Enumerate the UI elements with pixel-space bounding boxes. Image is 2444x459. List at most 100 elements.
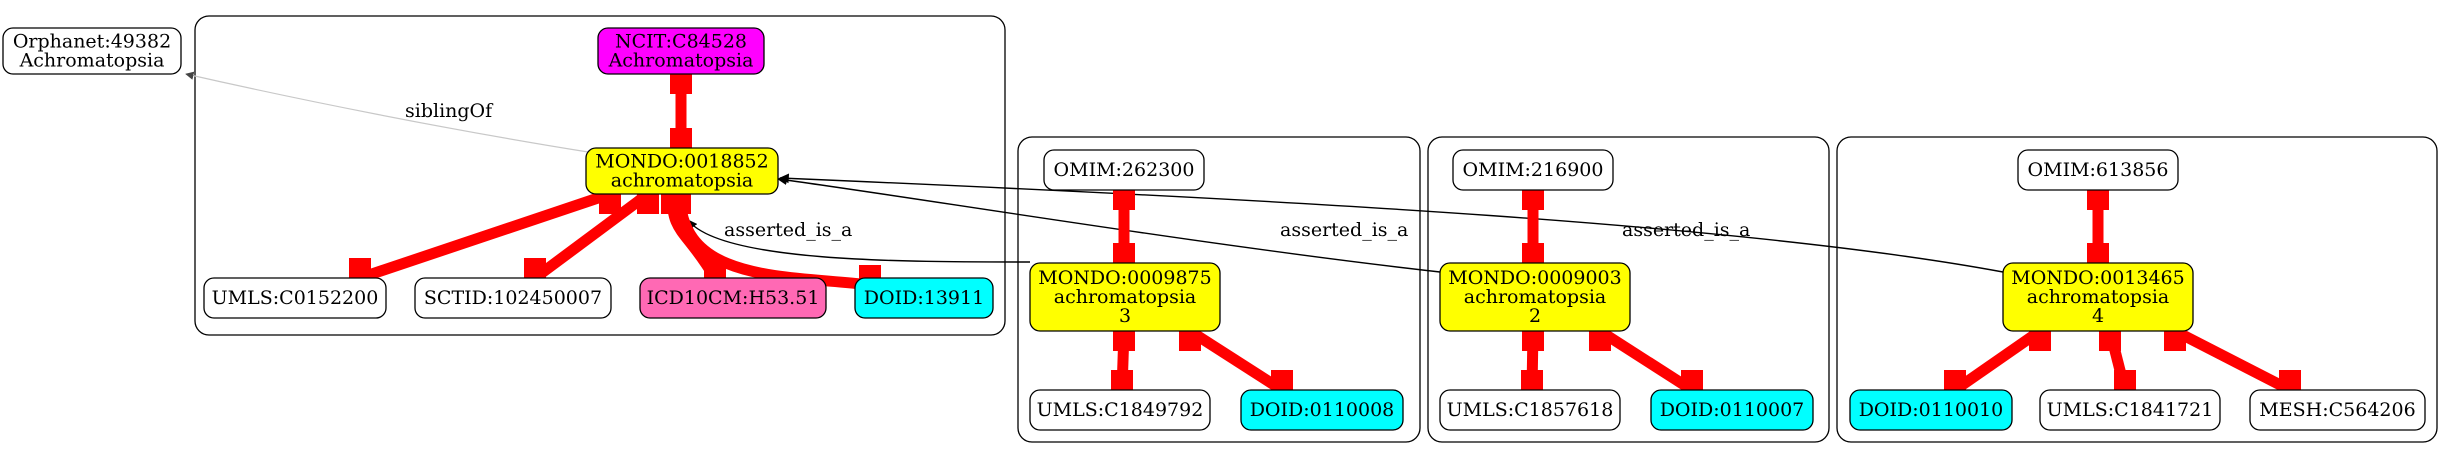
node-umls_c1841721-box: [2039, 389, 2221, 431]
node-omim262300[interactable]: OMIM:262300: [1043, 149, 1205, 191]
node-umls_c1849792[interactable]: UMLS:C1849792: [1029, 389, 1211, 431]
node-omim262300-label-0: OMIM:262300: [1054, 159, 1195, 181]
node-mondo9003-label-1: achromatopsia: [1464, 286, 1606, 308]
clusters: [194, 15, 2438, 443]
edge-labels: siblingOf asserted_is_a asserted_is_a as…: [405, 100, 1750, 241]
node-ncit-box: [597, 27, 765, 75]
node-omim262300-box: [1043, 149, 1205, 191]
node-doid0110007-label-0: DOID:0110007: [1660, 399, 1805, 421]
nodes: Orphanet:49382AchromatopsiaNCIT:C84528Ac…: [2, 27, 2426, 431]
cluster-mondo13465: [1836, 136, 2438, 443]
node-umls_c1841721-label-0: UMLS:C1841721: [2047, 399, 2214, 421]
node-sctid-label-0: SCTID:102450007: [424, 287, 602, 309]
edge-mondo18852-to-sctid-cap-end: [524, 258, 546, 280]
edge-omim216900-to-mondo9003-cap-end: [1522, 243, 1544, 265]
red-edges: [349, 72, 2301, 395]
node-doid13911-box: [854, 277, 994, 319]
node-umls_c1857618[interactable]: UMLS:C1857618: [1439, 389, 1621, 431]
node-mondo13465-box: [2002, 262, 2194, 332]
node-umls_c0152200-label-0: UMLS:C0152200: [212, 287, 379, 309]
node-omim613856-label-0: OMIM:613856: [2028, 159, 2169, 181]
node-icd10-label-0: ICD10CM:H53.51: [647, 287, 820, 309]
edge-mondo9875-to-doid0110008: [1187, 326, 1285, 395]
node-mondo9875-box: [1029, 262, 1221, 332]
edge-mondo18852-to-umls_c0152200: [358, 188, 612, 284]
node-umls_c0152200[interactable]: UMLS:C0152200: [203, 277, 387, 319]
node-mesh-box: [2249, 389, 2426, 431]
edge-mondo9003-to-doid0110007: [1597, 326, 1695, 395]
node-mesh[interactable]: MESH:C564206: [2249, 389, 2426, 431]
node-doid0110008[interactable]: DOID:0110008: [1240, 389, 1404, 431]
edge-mondo18852-to-doid13911-cap-start: [669, 192, 691, 214]
edge-mondo13465-to-doid0110010-cap-end: [1944, 370, 1966, 392]
edges: [185, 71, 2004, 273]
edge-mondo9875-to-doid0110008-cap-end: [1271, 370, 1293, 392]
edge-mondo18852-to-orphanet: [185, 71, 589, 153]
edge-mondo18852-to-doid13911: [674, 193, 871, 291]
node-mondo18852-label-1: achromatopsia: [611, 170, 753, 192]
edge-mondo18852-to-umls_c0152200-cap-start: [599, 192, 621, 214]
node-mondo13465-label-0: MONDO:0013465: [2011, 267, 2185, 289]
node-doid0110008-label-0: DOID:0110008: [1250, 399, 1395, 421]
node-omim216900-box: [1452, 149, 1614, 191]
edge-mondo9875-to-umls_c1849792-cap-start: [1113, 329, 1135, 351]
node-umls_c1841721[interactable]: UMLS:C1841721: [2039, 389, 2221, 431]
cluster-mondo18852: [194, 15, 1006, 336]
edge-mondo13465-to-mondo18852: [779, 173, 2004, 273]
node-umls_c1857618-box: [1439, 389, 1621, 431]
edge-omim262300-to-mondo9875-cap-start: [1113, 188, 1135, 210]
node-sctid-box: [414, 277, 612, 319]
node-ncit-label-1: Achromatopsia: [608, 50, 754, 72]
node-mondo9003-label-2: 2: [1529, 305, 1541, 327]
node-icd10[interactable]: ICD10CM:H53.51: [639, 277, 827, 319]
edge-mondo9875-to-doid0110008-cap-start: [1179, 329, 1201, 351]
edge-mondo9003-to-doid0110007-cap-end: [1681, 370, 1703, 392]
edge-omim262300-to-mondo9875-cap-end: [1113, 243, 1135, 265]
node-doid0110010-label-0: DOID:0110010: [1859, 399, 2004, 421]
edge-mondo18852-to-umls_c0152200-cap-end: [349, 258, 371, 280]
edge-omim613856-to-mondo13465-cap-start: [2087, 188, 2109, 210]
edge-mondo18852-to-sctid-cap-start: [637, 192, 659, 214]
edge-label-asserted-is-a-2: asserted_is_a: [1280, 219, 1408, 241]
node-omim613856[interactable]: OMIM:613856: [2017, 149, 2179, 191]
edge-mondo9003-to-umls_c1857618-cap-end: [1521, 370, 1543, 392]
edge-mondo13465-to-umls_c1841721-cap-end: [2114, 370, 2136, 392]
node-umls_c1857618-label-0: UMLS:C1857618: [1447, 399, 1614, 421]
node-omim216900[interactable]: OMIM:216900: [1452, 149, 1614, 191]
edge-mondo9003-to-umls_c1857618-cap-start: [1522, 329, 1544, 351]
node-icd10-box: [639, 277, 827, 319]
edge-mondo13465-to-doid0110010-cap-start: [2029, 329, 2051, 351]
node-umls_c1849792-label-0: UMLS:C1849792: [1037, 399, 1204, 421]
node-doid13911[interactable]: DOID:13911: [854, 277, 994, 319]
node-mondo9003-label-0: MONDO:0009003: [1448, 267, 1622, 289]
node-mondo13465-label-2: 4: [2092, 305, 2104, 327]
edge-label-asserted-is-a-1: asserted_is_a: [724, 219, 852, 241]
edge-mondo13465-to-mesh-cap-start: [2164, 329, 2186, 351]
node-mondo9875-label-2: 3: [1119, 305, 1131, 327]
node-mondo18852-label-0: MONDO:0018852: [595, 151, 769, 173]
node-doid0110010[interactable]: DOID:0110010: [1849, 389, 2013, 431]
node-doid0110007[interactable]: DOID:0110007: [1650, 389, 1814, 431]
node-sctid[interactable]: SCTID:102450007: [414, 277, 612, 319]
node-mondo18852-box: [585, 147, 779, 195]
edge-omim216900-to-mondo9003-cap-start: [1522, 188, 1544, 210]
edge-mondo9003-to-mondo18852: [777, 175, 1441, 273]
node-orphanet-label-0: Orphanet:49382: [13, 31, 171, 53]
edge-mondo9875-to-umls_c1849792-cap-end: [1111, 370, 1133, 392]
node-orphanet-label-1: Achromatopsia: [19, 50, 165, 72]
edge-label-siblingof: siblingOf: [405, 100, 494, 122]
edge-omim613856-to-mondo13465-cap-end: [2087, 243, 2109, 265]
node-mondo9875-label-1: achromatopsia: [1054, 286, 1196, 308]
edge-mondo13465-to-umls_c1841721-cap-start: [2099, 329, 2121, 351]
edge-mondo13465-to-doid0110010: [1951, 326, 2044, 395]
node-doid0110010-box: [1849, 389, 2013, 431]
node-doid0110008-box: [1240, 389, 1404, 431]
edge-mondo9875-to-mondo18852: [687, 219, 1031, 263]
